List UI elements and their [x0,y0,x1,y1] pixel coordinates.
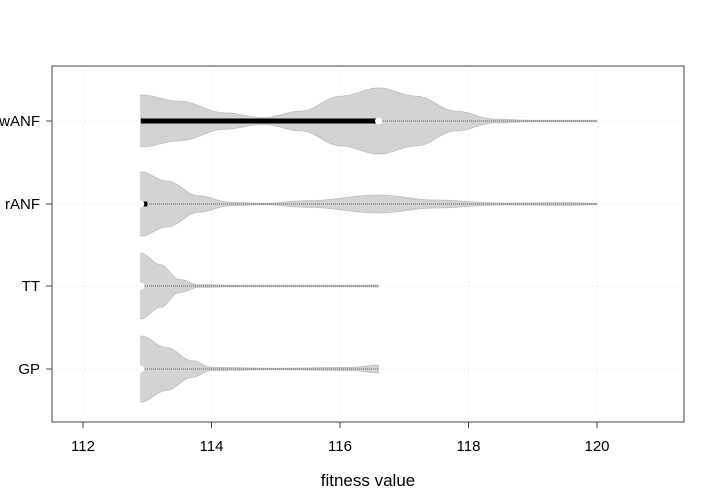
x-axis-label: fitness value [321,471,416,490]
x-axis: 112 114 116 118 120 [71,422,610,455]
y-tick-label: GP [18,361,40,378]
violins [137,87,598,403]
y-tick-label: TT [22,278,40,295]
x-tick-label: 116 [328,438,352,455]
median-rANF [137,200,145,208]
y-tick-label: rANF [5,196,40,213]
median-TT [137,282,145,290]
plot-frame [51,65,685,423]
y-axis: wANF rANF TT GP [0,113,52,378]
median-GP [137,365,145,373]
y-tick-label: wANF [0,113,40,130]
x-tick-label: 112 [71,438,95,455]
x-tick-label: 118 [457,438,481,455]
median-wANF [375,117,383,125]
x-tick-label: 114 [200,438,224,455]
x-tick-label: 120 [584,438,609,455]
